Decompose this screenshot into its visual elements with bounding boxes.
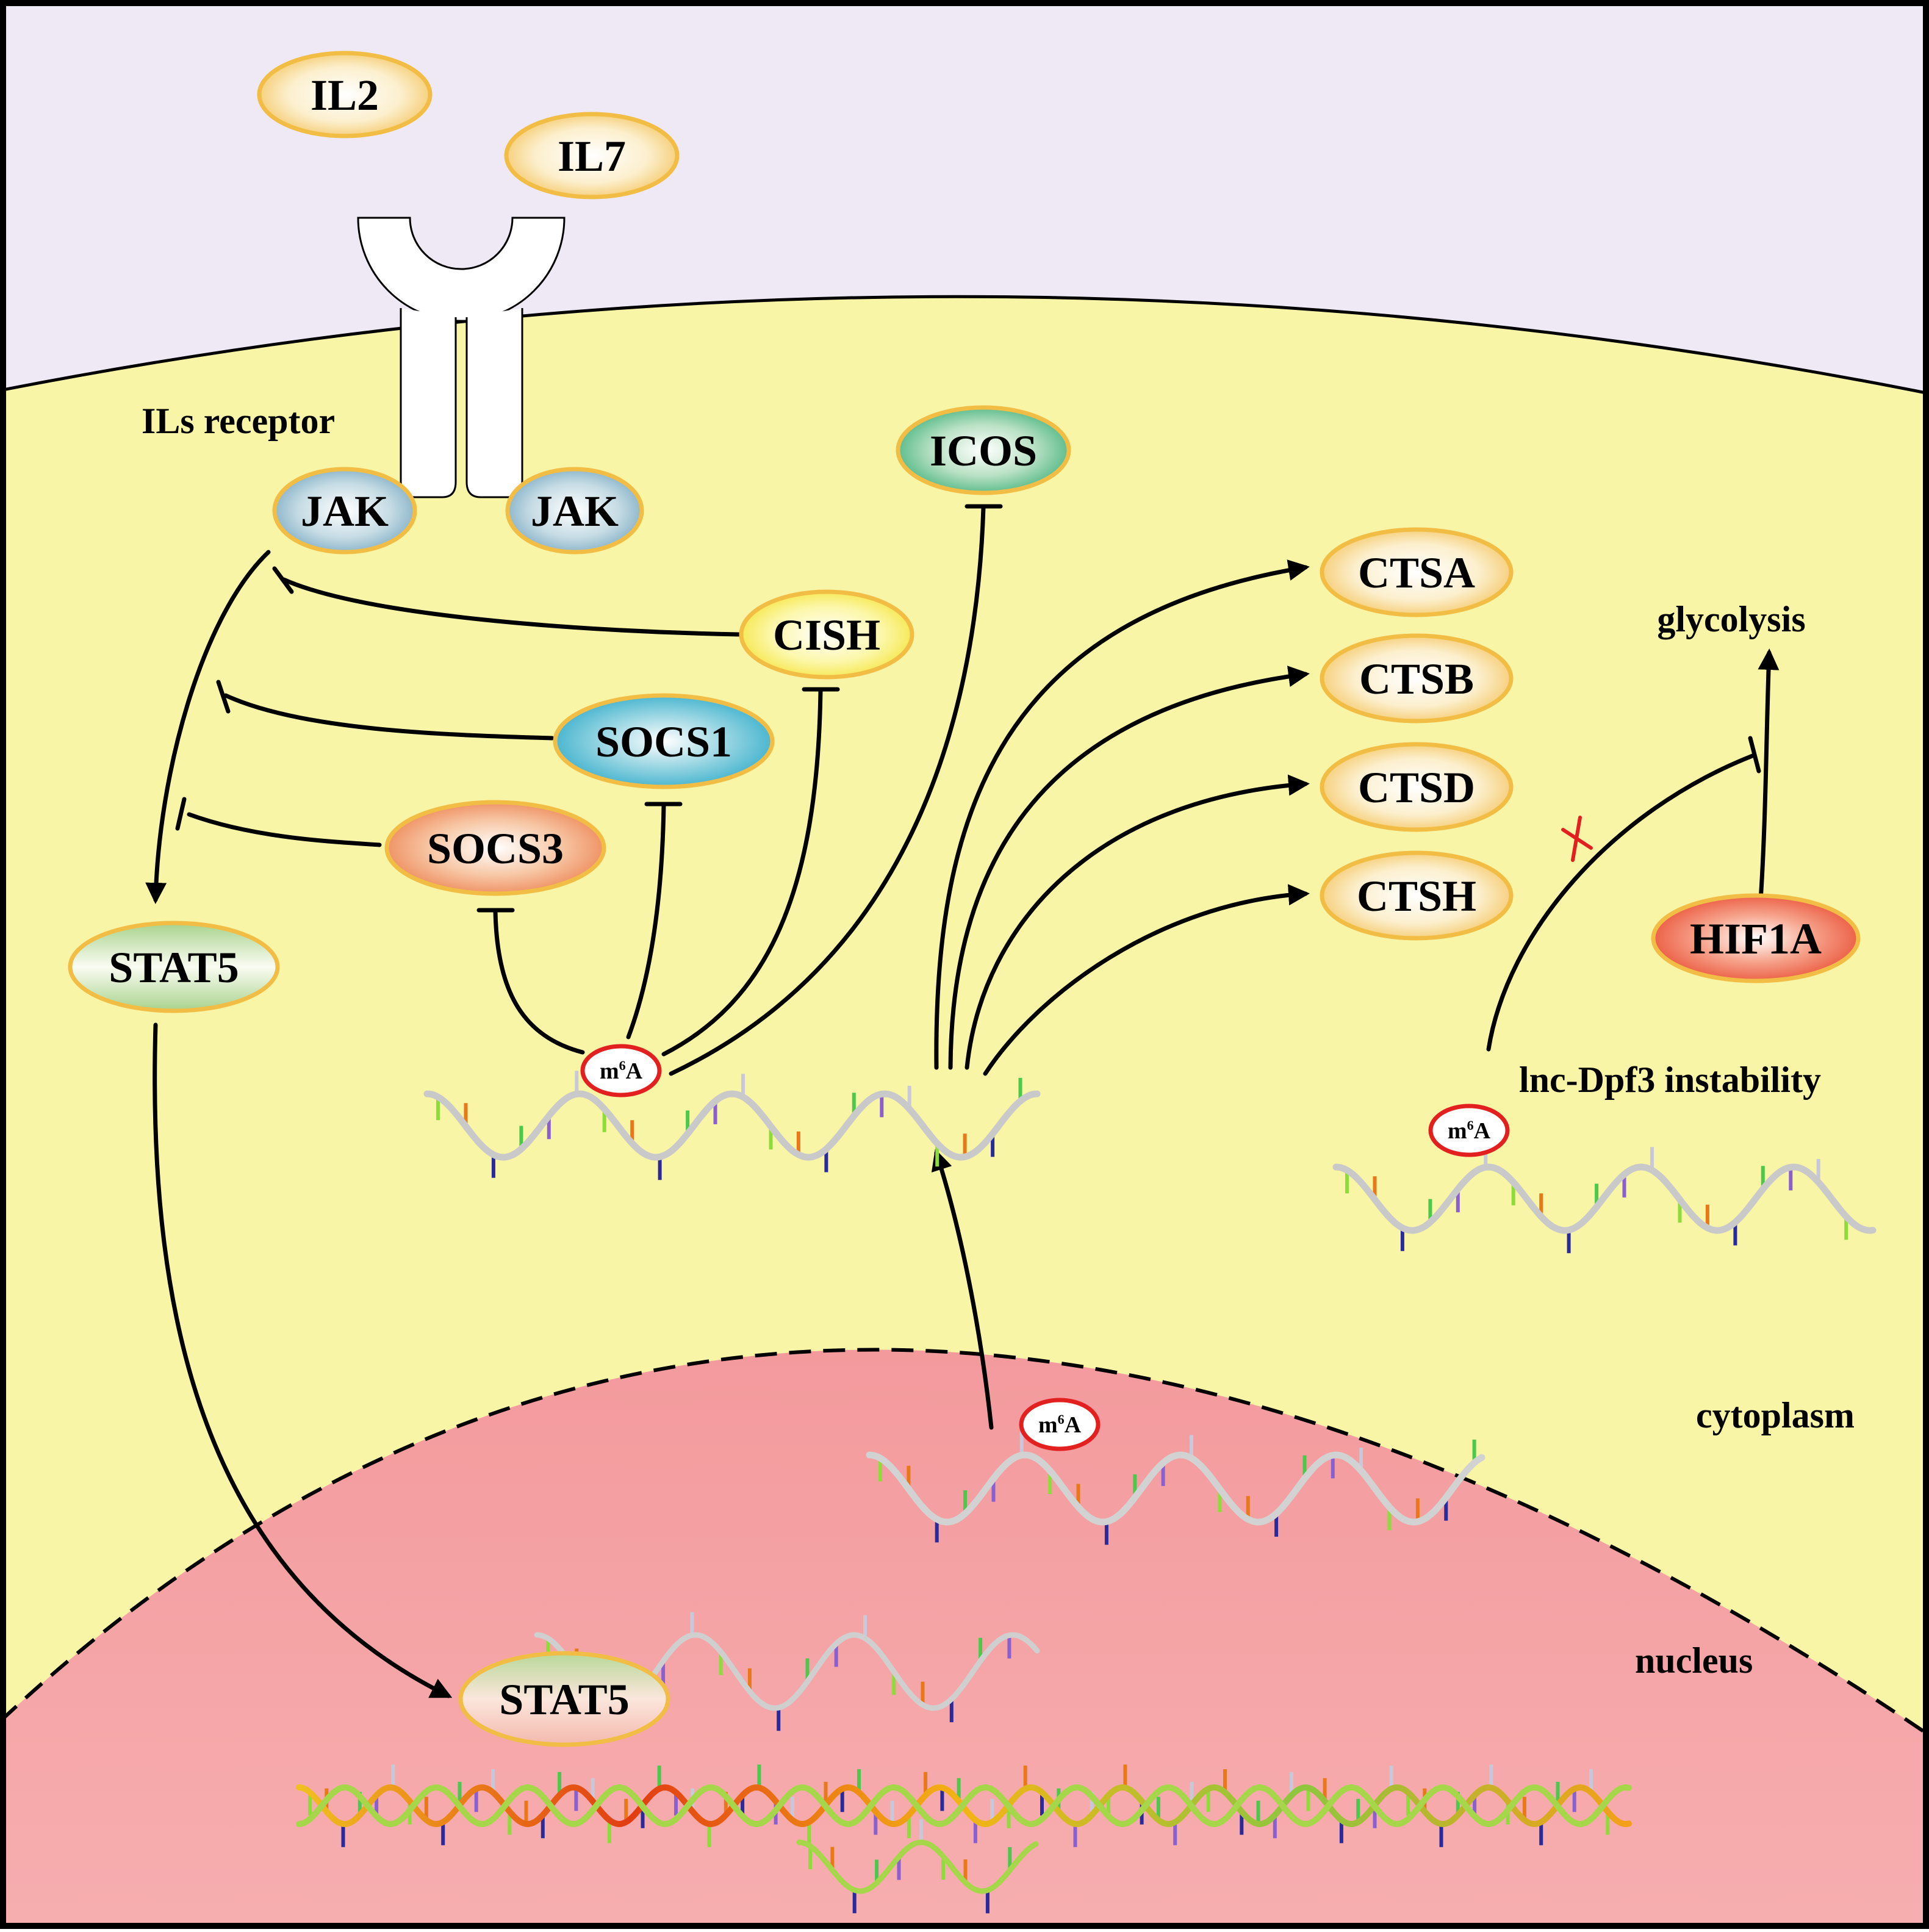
node-ctsh-label: CTSH xyxy=(1357,872,1476,921)
node-socs3: SOCS3 xyxy=(384,800,606,896)
rna-lnc-dpf3 xyxy=(1332,1144,1877,1254)
inhibit-m6a-to-socs1 xyxy=(626,803,666,1040)
nuclear-envelope xyxy=(5,1348,1924,1734)
arrow-mrna-to-ctsb xyxy=(948,666,1310,1070)
node-stat5-cytoplasm-label: STAT5 xyxy=(109,943,239,992)
node-socs1: SOCS1 xyxy=(553,693,775,789)
cell-membrane xyxy=(5,295,1924,394)
dna-helix-strand-b xyxy=(296,1784,1632,1828)
m6a-nuc-six: 6 xyxy=(1058,1412,1065,1427)
arrow-jak-to-stat5 xyxy=(145,550,271,904)
m6a-lnc-a: A xyxy=(1474,1118,1491,1144)
node-il7-label: IL7 xyxy=(558,132,626,181)
node-cish-label: CISH xyxy=(773,611,880,659)
node-stat5-nucleus: STAT5 xyxy=(458,1651,670,1747)
inhibit-m6a-to-icos xyxy=(669,505,986,1076)
tbar-socs1-jak xyxy=(216,680,231,714)
node-il2-label: IL2 xyxy=(311,71,379,120)
m6a-nuc-m: m xyxy=(1038,1412,1058,1438)
node-hif1a-label: HIF1A xyxy=(1690,914,1822,963)
m6a-badge-main: m6A xyxy=(580,1044,662,1097)
arrow-nuclear-export xyxy=(931,1149,994,1430)
m6a-main-m: m xyxy=(600,1058,619,1084)
node-ctsb-label: CTSB xyxy=(1359,655,1474,703)
node-ctsb: CTSB xyxy=(1320,633,1514,724)
tbar-socs3-jak xyxy=(175,797,187,831)
node-ctsh: CTSH xyxy=(1320,850,1514,941)
mrna-nucleus xyxy=(866,1432,1485,1545)
node-icos: ICOS xyxy=(896,405,1071,495)
node-hif1a: HIF1A xyxy=(1651,893,1861,983)
inhibit-m6a-to-cish xyxy=(661,688,823,1057)
blocked-mark-x xyxy=(1561,816,1593,862)
dna-loop-lower xyxy=(796,1819,1039,1914)
nucleus-region xyxy=(5,1349,1924,1924)
svg-text:m6A: m6A xyxy=(1038,1412,1082,1438)
arrow-hif1a-to-glycolysis xyxy=(1758,648,1780,911)
node-stat5-cytoplasm: STAT5 xyxy=(68,921,280,1013)
node-ctsd: CTSD xyxy=(1320,742,1514,832)
label-ils-receptor: ILs receptor xyxy=(142,401,335,441)
svg-text:m6A: m6A xyxy=(1448,1118,1491,1144)
m6a-badge-nucleus: m6A xyxy=(1019,1398,1101,1451)
node-socs3-label: SOCS3 xyxy=(427,824,564,873)
m6a-nuc-a: A xyxy=(1065,1412,1082,1438)
node-cish: CISH xyxy=(739,589,914,680)
tbar-hif1a xyxy=(1748,736,1761,774)
m6a-badge-lnc: m6A xyxy=(1428,1104,1510,1157)
label-glycolysis: glycolysis xyxy=(1657,599,1805,639)
node-ctsa: CTSA xyxy=(1320,527,1514,617)
node-ctsa-label: CTSA xyxy=(1358,548,1475,597)
arrow-mrna-to-ctsh xyxy=(983,884,1310,1076)
arrow-mrna-to-ctsa xyxy=(934,559,1310,1070)
m6a-main-six: 6 xyxy=(619,1058,626,1073)
inhibit-socs1-to-jak xyxy=(223,693,555,741)
node-jak-right-label: JAK xyxy=(531,487,619,536)
tbar-cish-jak xyxy=(272,566,294,594)
inhibit-lncdpf3-to-hif1a xyxy=(1486,753,1756,1052)
node-socs1-label: SOCS1 xyxy=(595,717,732,766)
label-nucleus: nucleus xyxy=(1635,1640,1753,1681)
node-ctsd-label: CTSD xyxy=(1358,763,1475,812)
node-stat5-nucleus-label: STAT5 xyxy=(499,1675,629,1724)
inhibit-socs3-to-jak xyxy=(187,812,382,847)
inhibit-cish-to-jak xyxy=(281,577,742,637)
node-il2: IL2 xyxy=(257,51,433,138)
m6a-lnc-m: m xyxy=(1448,1118,1467,1144)
node-jak-left: JAK xyxy=(272,467,417,555)
svg-text:m6A: m6A xyxy=(600,1058,643,1084)
arrow-stat5-to-nucleus xyxy=(153,1022,453,1698)
arrow-mrna-to-ctsd xyxy=(965,774,1310,1070)
node-il7: IL7 xyxy=(504,112,680,199)
m6a-lnc-six: 6 xyxy=(1467,1118,1474,1133)
inhibit-m6a-to-socs3 xyxy=(493,910,585,1055)
m6a-main-a: A xyxy=(626,1058,643,1084)
node-icos-label: ICOS xyxy=(930,426,1037,475)
node-jak-right: JAK xyxy=(505,467,644,555)
node-jak-left-label: JAK xyxy=(301,487,389,536)
mrna-cytoplasm xyxy=(423,1071,1041,1180)
label-cytoplasm: cytoplasm xyxy=(1696,1395,1855,1435)
label-lnc-dpf3: lnc-Dpf3 instability xyxy=(1519,1060,1821,1100)
